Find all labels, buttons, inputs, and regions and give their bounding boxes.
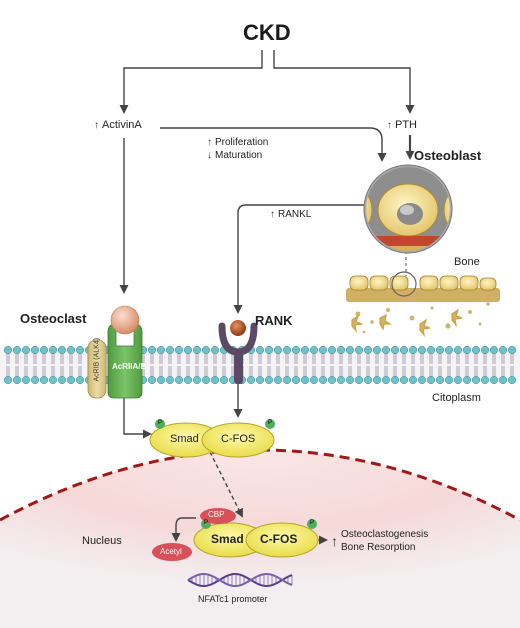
- activin-text: ActivinA: [102, 119, 142, 131]
- pth-text: PTH: [395, 119, 417, 131]
- cfos-nucleus-label: C-FOS: [260, 532, 298, 546]
- citoplasm-label: Citoplasm: [432, 392, 481, 404]
- outcome-label: ↑ Osteoclastogenesis Bone Resorption: [331, 528, 429, 554]
- phospho-label: P: [204, 520, 209, 526]
- cbp-label: CBP: [208, 510, 225, 519]
- up-arrow-icon: ↑: [387, 120, 392, 131]
- down-arrow-icon: ↓: [207, 150, 212, 161]
- nucleus-label: Nucleus: [82, 535, 122, 547]
- ckd-title: CKD: [243, 20, 291, 45]
- rankl-label: ↑RANKL: [270, 209, 311, 220]
- smad-cyto-label: Smad: [170, 433, 199, 445]
- maturation-label: ↓Maturation: [207, 150, 262, 161]
- rank-receptor: [218, 322, 258, 384]
- up-arrow-icon: ↑: [94, 120, 99, 131]
- rankl-ligand: [230, 320, 246, 336]
- activin-ligand: [110, 305, 140, 335]
- osteoblast-label: Osteoblast: [414, 148, 482, 163]
- pth-label: ↑PTH: [387, 119, 417, 131]
- smad-cfos-cytoplasm: [149, 419, 275, 458]
- bone-resorption-text: Bone Resorption: [341, 542, 416, 553]
- acrib-alk4-receptor: [87, 339, 107, 399]
- acriia-b-receptor: [107, 323, 143, 399]
- maturation-text: Maturation: [215, 150, 263, 161]
- nfatc1-label: NFATc1 promoter: [198, 594, 268, 604]
- osteoblast-zoom-circle: [363, 164, 453, 254]
- rankl-text: RANKL: [278, 209, 312, 220]
- phospho-label: P: [310, 520, 315, 526]
- proliferation-text: Proliferation: [215, 137, 269, 148]
- acriia-b-label: AcRIIA/B: [112, 362, 147, 371]
- bone-layer: [346, 271, 500, 338]
- cfos-cyto-label: C-FOS: [221, 433, 256, 445]
- osteoclast-label: Osteoclast: [20, 311, 87, 326]
- bone-label: Bone: [454, 256, 480, 268]
- phospho-label: P: [158, 420, 163, 426]
- acrib-label: AcRIB (ALK4): [93, 337, 101, 382]
- activin-label: ↑ActivinA: [94, 119, 142, 131]
- osteoclastogenesis-text: Osteoclastogenesis: [341, 529, 429, 540]
- proliferation-label: ↑Proliferation: [207, 137, 268, 148]
- rank-label: RANK: [255, 313, 293, 328]
- phospho-label: P: [268, 420, 273, 426]
- smad-nucleus-label: Smad: [211, 532, 244, 546]
- acetyl-label: Acetyl: [160, 547, 182, 556]
- dna-helix: [187, 572, 293, 588]
- up-arrow-icon: ↑: [270, 209, 275, 220]
- up-arrow-icon: ↑: [331, 533, 338, 549]
- up-arrow-icon: ↑: [207, 137, 212, 148]
- smad-cfos-nucleus: [152, 508, 319, 561]
- cell-membrane: [0, 345, 520, 385]
